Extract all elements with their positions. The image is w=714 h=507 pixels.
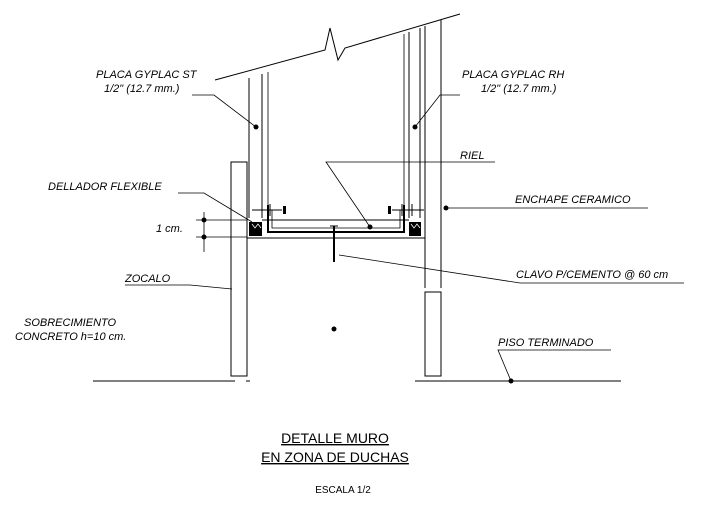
zocalo-board bbox=[230, 161, 248, 377]
leader-lines bbox=[125, 94, 684, 384]
annotations: PLACA GYPLAC ST 1/2" (12.7 mm.) PLACA GY… bbox=[15, 69, 668, 349]
label-sobrecimiento-1: SOBRECIMIENTO bbox=[24, 317, 117, 329]
label-placa-rh-2: 1/2" (12.7 mm.) bbox=[481, 83, 557, 95]
label-clavo: CLAVO P/CEMENTO @ 60 cm bbox=[516, 269, 668, 281]
label-dellador: DELLADOR FLEXIBLE bbox=[48, 181, 162, 193]
label-riel: RIEL bbox=[460, 150, 484, 162]
title-line-1: DETALLE MURO bbox=[281, 430, 389, 446]
label-one-cm: 1 cm. bbox=[156, 223, 183, 235]
left-gypsum-board bbox=[248, 72, 269, 218]
title-block: DETALLE MURO EN ZONA DE DUCHAS ESCALA 1/… bbox=[261, 430, 409, 496]
flexible-sealant bbox=[249, 222, 421, 236]
metal-track bbox=[262, 205, 409, 233]
label-placa-st-2: 1/2" (12.7 mm.) bbox=[104, 83, 180, 95]
scale-label: ESCALA 1/2 bbox=[315, 485, 371, 496]
title-line-2: EN ZONA DE DUCHAS bbox=[261, 449, 409, 465]
label-enchape: ENCHAPE CERAMICO bbox=[515, 194, 631, 206]
label-placa-st-1: PLACA GYPLAC ST bbox=[96, 69, 198, 81]
label-zocalo: ZOCALO bbox=[124, 273, 171, 285]
ceramic-lower-piece bbox=[424, 291, 442, 377]
label-piso: PISO TERMINADO bbox=[498, 337, 594, 349]
track-screws bbox=[252, 204, 424, 216]
concrete-nail bbox=[330, 225, 338, 262]
concrete-curb bbox=[246, 237, 425, 376]
label-placa-rh-1: PLACA GYPLAC RH bbox=[462, 69, 564, 81]
label-sobrecimiento-2: CONCRETO h=10 cm. bbox=[15, 331, 126, 343]
break-line bbox=[214, 13, 461, 81]
right-gypsum-board bbox=[403, 20, 442, 288]
